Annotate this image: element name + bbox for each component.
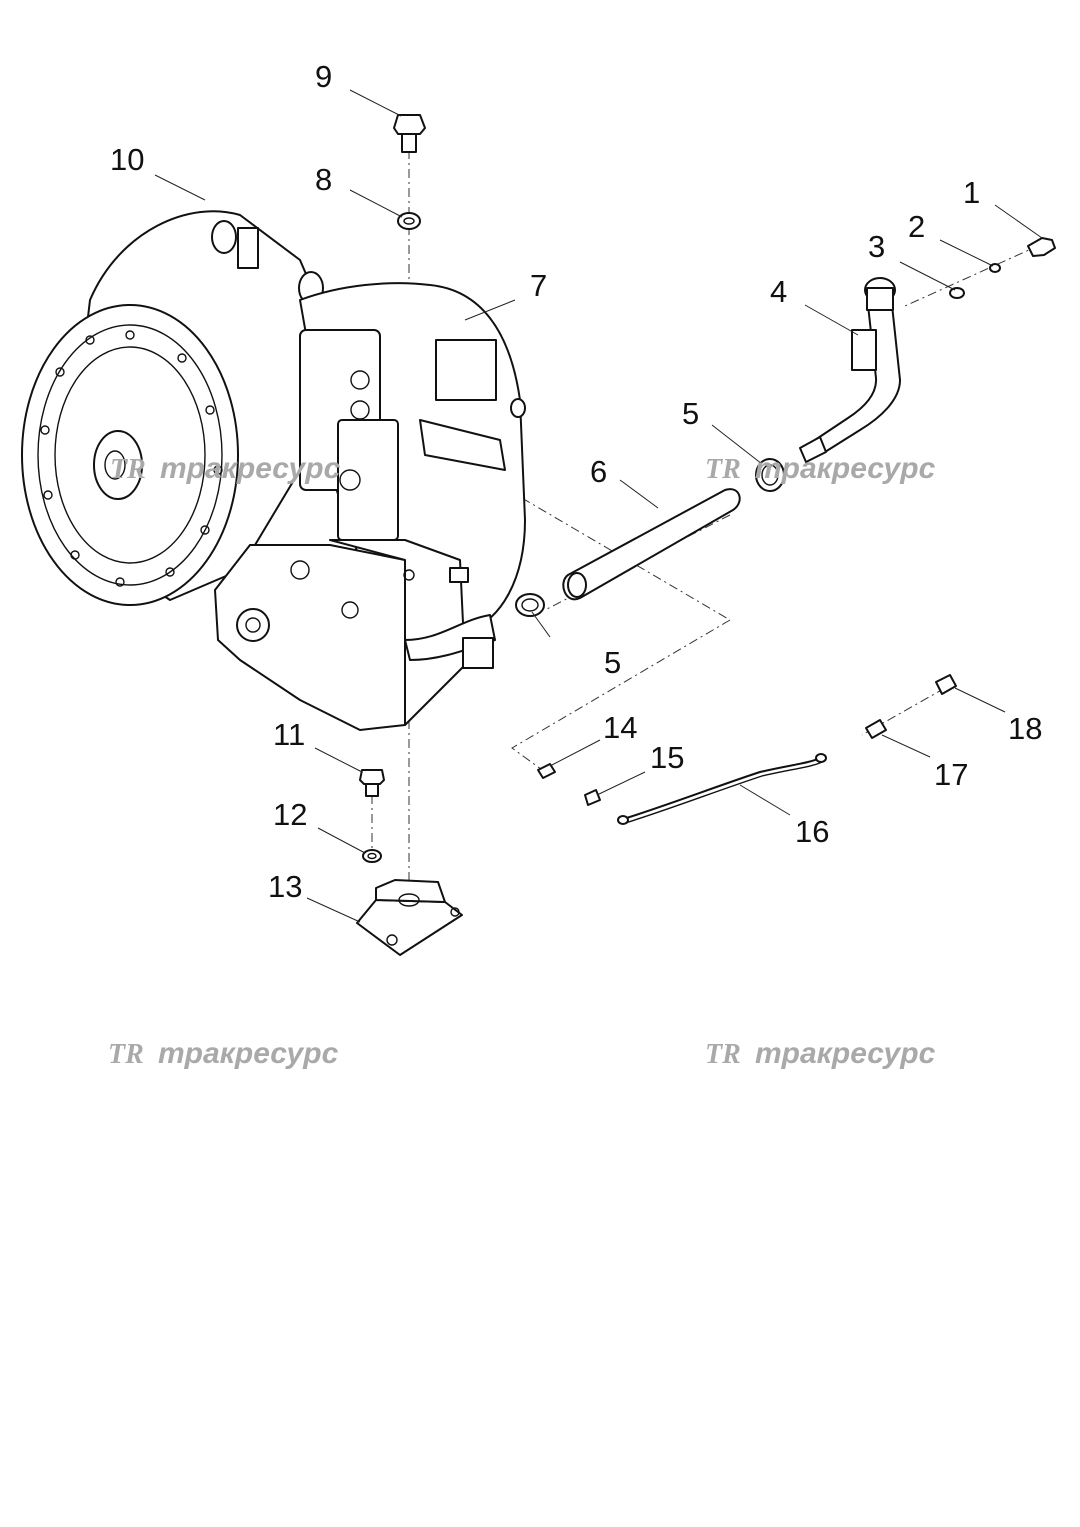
callout-14: 14 xyxy=(603,710,637,745)
leader-lines xyxy=(154,89,1043,923)
watermark-logo: TR xyxy=(705,1039,741,1070)
flat-washer xyxy=(949,287,965,299)
callout-3: 3 xyxy=(868,229,885,264)
callout-12: 12 xyxy=(273,797,307,832)
callout-1: 1 xyxy=(963,175,980,210)
watermark-logo: TR xyxy=(705,454,741,485)
flywheel-bolt-ring xyxy=(40,330,223,587)
watermark-text: тракресурс xyxy=(158,1037,339,1070)
transmission-mount xyxy=(356,879,463,956)
fitting-14 xyxy=(537,763,556,779)
callout-15: 15 xyxy=(650,740,684,775)
bolt-mount xyxy=(359,769,385,797)
callout-2: 2 xyxy=(908,209,925,244)
watermark-1: TR тракресурс xyxy=(110,452,341,485)
torque-converter-housing xyxy=(21,210,331,606)
hose-clamp-lower xyxy=(515,593,545,617)
callout-7: 7 xyxy=(530,268,547,303)
callout-11: 11 xyxy=(273,717,305,752)
bolt-top xyxy=(393,114,426,153)
breather-pipe xyxy=(617,753,827,825)
watermark-text: тракресурс xyxy=(755,1037,936,1070)
callout-16: 16 xyxy=(795,814,829,849)
watermark-logo: TR xyxy=(108,1039,144,1070)
callout-13: 13 xyxy=(268,869,302,904)
callout-labels: 1 2 3 4 5 5 6 7 8 9 10 11 12 13 14 15 16… xyxy=(110,59,1042,904)
watermark-3: TR тракресурс xyxy=(108,1037,339,1070)
fitting-17 xyxy=(865,719,887,739)
fitting-15 xyxy=(584,789,601,806)
oil-filler-tube xyxy=(799,277,901,463)
callout-5-lower: 5 xyxy=(604,645,621,680)
watermark-2: TR тракресурс xyxy=(705,452,936,485)
callout-10: 10 xyxy=(110,142,144,177)
callout-4: 4 xyxy=(770,274,787,309)
callout-6: 6 xyxy=(590,454,607,489)
bolt-filler xyxy=(1027,237,1056,257)
lifting-eye-left xyxy=(211,220,259,269)
watermark-text: тракресурс xyxy=(160,452,341,485)
hose xyxy=(562,488,741,601)
washer-mount xyxy=(362,849,382,863)
callout-8: 8 xyxy=(315,162,332,197)
callout-17: 17 xyxy=(934,757,968,792)
watermark-text: тракресурс xyxy=(755,452,936,485)
transmission-body xyxy=(214,282,526,731)
washer-top xyxy=(397,212,421,230)
callout-9: 9 xyxy=(315,59,332,94)
callout-18: 18 xyxy=(1008,711,1042,746)
fitting-18 xyxy=(935,674,957,695)
watermark-logo: TR xyxy=(110,454,146,485)
watermark-4: TR тракресурс xyxy=(705,1037,936,1070)
hose-clamp-upper xyxy=(755,458,785,492)
callout-5-upper: 5 xyxy=(682,396,699,431)
